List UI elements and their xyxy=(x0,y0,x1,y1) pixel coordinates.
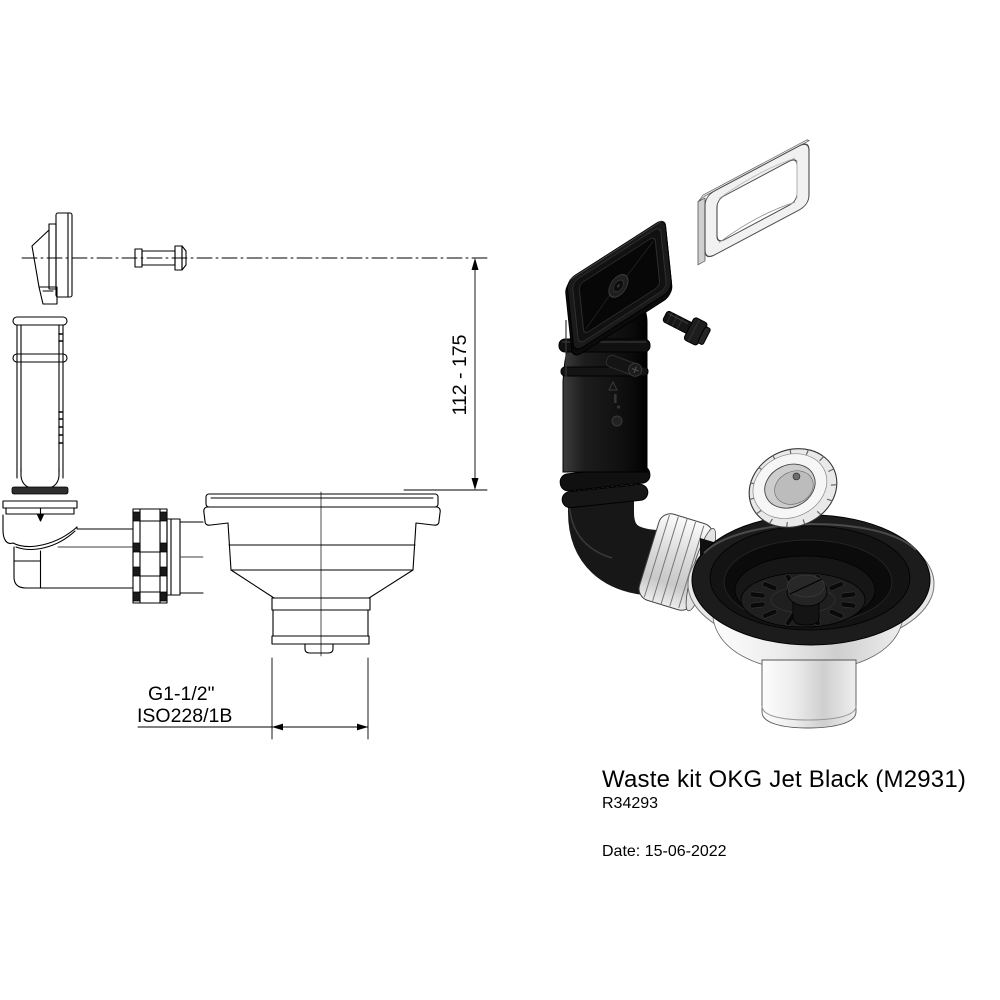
outlet-elbow-side-view xyxy=(2,500,134,589)
product-date: Date: 15-06-2022 xyxy=(602,843,727,860)
overflow-body-3d xyxy=(558,302,659,596)
overflow-screw-side-view xyxy=(134,245,187,271)
molded-markings xyxy=(608,380,623,427)
overflow-plate-side-view xyxy=(31,212,73,305)
overflow-pin-3d xyxy=(605,354,643,377)
strainer-side-view xyxy=(203,491,441,657)
3d-render-view xyxy=(558,139,935,729)
overflow-frame-3d xyxy=(697,139,810,266)
flexible-overflow-tube xyxy=(11,316,69,495)
height-dimension-label: 112 - 175 xyxy=(449,334,471,415)
tube-seal-washer xyxy=(11,486,69,495)
thread-size-label: G1-1/2" xyxy=(148,683,215,705)
backnut-3d xyxy=(748,448,838,528)
thread-standard-label: ISO228/1B xyxy=(137,705,232,727)
height-dimension: 112 - 175 xyxy=(403,258,488,491)
title-block: Waste kit OKG Jet Black (M2931) R34293 D… xyxy=(602,766,966,861)
thread-dimension: G1-1/2" ISO228/1B xyxy=(137,657,369,740)
overflow-screw-3d xyxy=(662,310,711,346)
strainer-bowl-3d xyxy=(687,514,935,729)
compression-nut-side-view xyxy=(132,508,204,604)
product-code: R34293 xyxy=(602,795,659,812)
overflow-plate-3d xyxy=(565,220,673,356)
product-title: Waste kit OKG Jet Black (M2931) xyxy=(602,766,967,793)
2d-technical-view: 112 - 175 G1-1/2" ISO228/1B xyxy=(2,212,488,740)
